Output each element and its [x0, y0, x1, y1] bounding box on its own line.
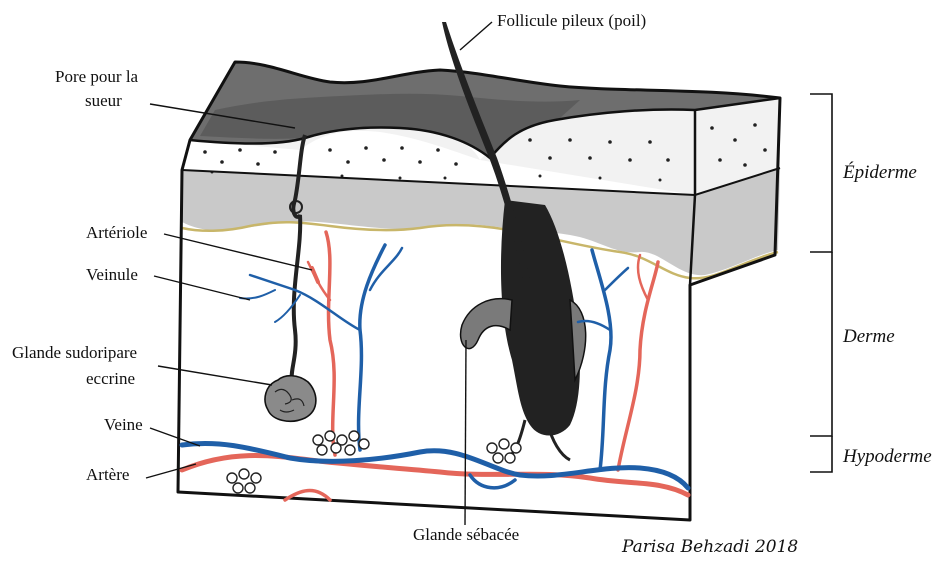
gland-label-line1: Glande sudoripare — [12, 343, 137, 362]
vein-label: Veine — [104, 415, 143, 434]
gland-label-line2: eccrine — [86, 369, 135, 388]
artery-label: Artère — [86, 465, 129, 484]
epidermis-bracket — [810, 94, 832, 252]
dermis-bracket — [810, 252, 832, 436]
artist-signature: Parisa Behzadi 2018 — [621, 537, 798, 557]
hypodermis-label: Hypoderme — [842, 446, 932, 467]
pore-label-line1: Pore pour la — [55, 67, 139, 86]
sebaceous-label: Glande sébacée — [413, 525, 519, 544]
follicle-leader — [460, 22, 492, 50]
arteriole-label: Artériole — [86, 223, 147, 242]
layer-brackets — [810, 94, 832, 472]
dermis-label: Derme — [842, 326, 895, 347]
hypodermis-bracket — [810, 436, 832, 472]
venule-label: Veinule — [86, 265, 138, 284]
eccrine-gland-coil — [265, 376, 316, 422]
pore-label-line2: sueur — [85, 91, 122, 110]
epidermis-label: Épiderme — [842, 161, 917, 183]
follicle-label: Follicule pileux (poil) — [497, 11, 646, 30]
